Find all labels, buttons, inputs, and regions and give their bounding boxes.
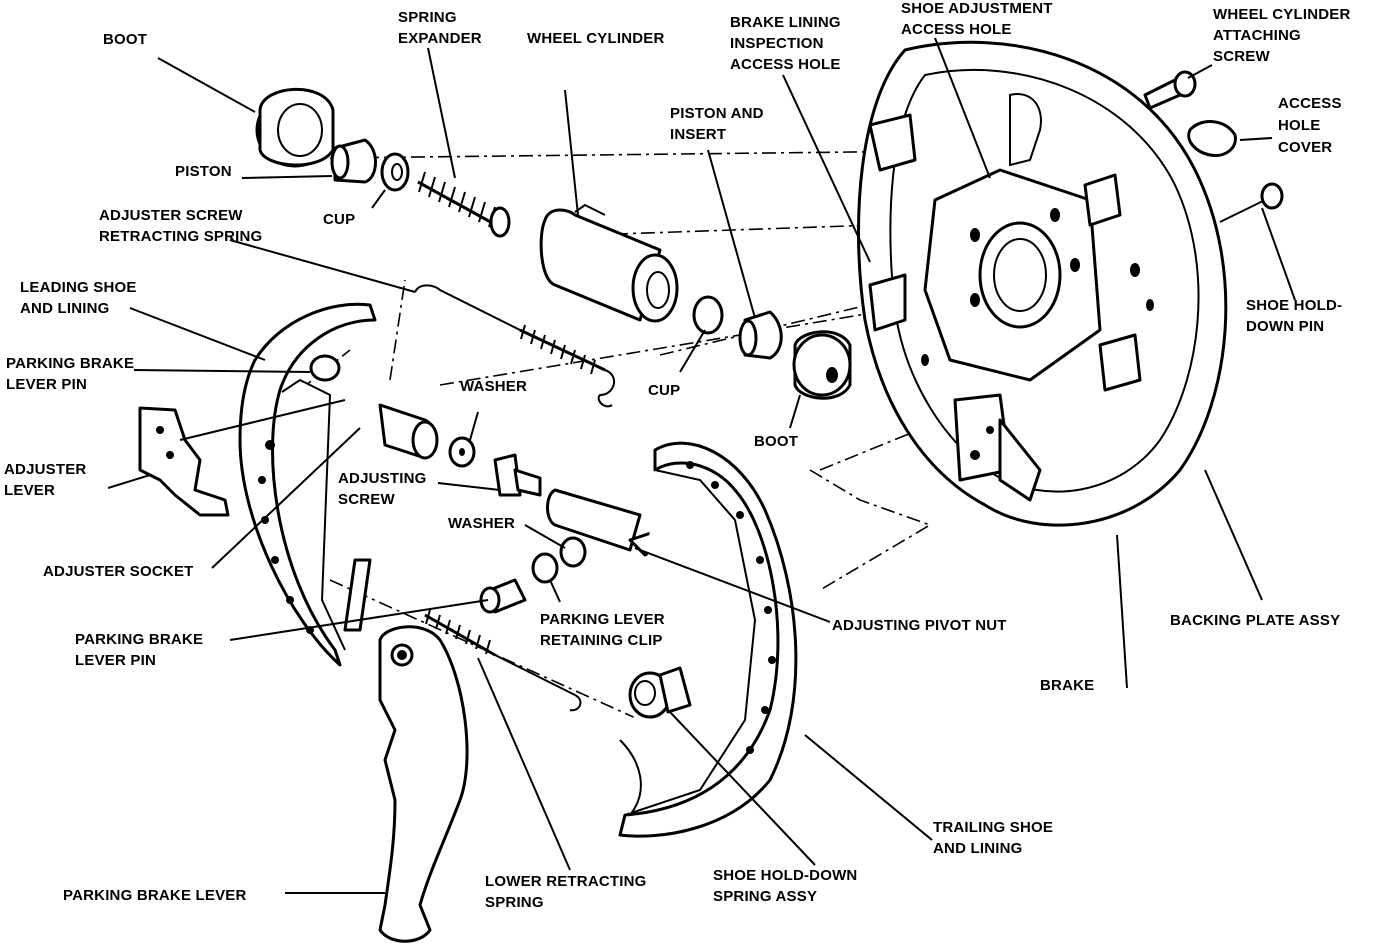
label-leading-shoe-1: LEADING SHOE [20,279,137,296]
washer-top [448,436,476,468]
label-leading-shoe-2: AND LINING [20,300,110,317]
label-backing-plate: BACKING PLATE ASSY [1170,612,1340,629]
label-adjuster-socket: ADJUSTER SOCKET [43,563,194,580]
label-shoe-holddown-pin-2: DOWN PIN [1246,318,1324,335]
label-pl-retaining-clip-1: PARKING LEVER [540,611,665,628]
label-lower-retract-1: LOWER RETRACTING [485,873,647,890]
label-access-cover-2: HOLE [1278,117,1320,134]
label-spring-expander-2: EXPANDER [398,30,482,47]
label-wheel-cylinder: WHEEL CYLINDER [527,30,665,47]
label-washer-top: WASHER [460,378,527,395]
leader-lines [107,37,1296,894]
label-parking-brake-lever: PARKING BRAKE LEVER [63,887,247,904]
cup-left [380,152,410,192]
access-hole-cover [1187,120,1237,158]
wheel-cylinder [539,203,679,323]
label-adjusting-screw-1: ADJUSTING [338,470,426,487]
shoe-hold-down-spring [628,666,692,719]
label-pb-lever-pin-low-2: LEVER PIN [75,652,156,669]
label-adj-retract-2: RETRACTING SPRING [99,228,262,245]
parking-brake-lever-pin-lower [479,578,527,614]
piston-insert [738,310,783,360]
adjuster-retracting-spring [414,284,615,408]
label-brake-lining-2: INSPECTION [730,35,824,52]
label-trailing-shoe-2: AND LINING [933,840,1023,857]
label-adjusting-screw-2: SCREW [338,491,395,508]
label-adjuster-lever-2: LEVER [4,482,55,499]
label-pl-retaining-clip-2: RETAINING CLIP [540,632,663,649]
label-pb-lever-pin-top-1: PARKING BRAKE [6,355,134,372]
label-brake-lining-1: BRAKE LINING [730,14,841,31]
wheel-cylinder-screw [1143,70,1197,110]
washer-mid [559,536,587,568]
label-shoe-adj-2: ACCESS HOLE [901,21,1012,38]
piston-left [330,138,377,184]
label-brake: BRAKE [1040,677,1094,694]
label-wc-screw-1: WHEEL CYLINDER [1213,6,1351,23]
label-shoe-holddown-pin-1: SHOE HOLD- [1246,297,1342,314]
label-adjuster-lever-1: ADJUSTER [4,461,86,478]
label-brake-lining-3: ACCESS HOLE [730,56,841,73]
label-boot-right: BOOT [754,433,798,450]
label-boot-top: BOOT [103,31,147,48]
label-wc-screw-2: ATTACHING [1213,27,1301,44]
label-shoe-adj-1: SHOE ADJUSTMENT [901,0,1053,17]
label-access-cover-3: COVER [1278,139,1332,156]
boot-left [255,87,335,168]
label-trailing-shoe-1: TRAILING SHOE [933,819,1053,836]
label-shoe-holddown-spring-1: SHOE HOLD-DOWN [713,867,857,884]
boot-right [792,330,852,400]
label-access-cover-1: ACCESS [1278,95,1342,112]
shoe-hold-down-pin [1219,182,1284,223]
labels: BOOT SPRING EXPANDER WHEEL CYLINDER BRAK… [4,0,1351,911]
label-spring-expander-1: SPRING [398,9,457,26]
parking-brake-lever [378,625,469,943]
adjusting-screw [493,453,542,497]
label-adjusting-pivot-nut: ADJUSTING PIVOT NUT [832,617,1007,634]
label-washer-mid: WASHER [448,515,515,532]
label-lower-retract-2: SPRING [485,894,544,911]
label-cup-right: CUP [648,382,680,399]
label-pb-lever-pin-low-1: PARKING BRAKE [75,631,203,648]
label-shoe-holddown-spring-2: SPRING ASSY [713,888,817,905]
label-cup-left: CUP [323,211,355,228]
label-adj-retract-1: ADJUSTER SCREW [99,207,243,224]
adjuster-lever [138,406,230,517]
label-pb-lever-pin-top-2: LEVER PIN [6,376,87,393]
parking-lever-retaining-clip [531,552,559,584]
spring-expander [417,171,511,238]
backing-plate [857,40,1228,527]
label-wc-screw-3: SCREW [1213,48,1270,65]
label-piston: PISTON [175,163,232,180]
adjuster-socket [378,403,439,460]
label-piston-insert-1: PISTON AND [670,105,764,122]
lower-retracting-spring [424,609,582,712]
cup-right [692,295,724,335]
label-piston-insert-2: INSERT [670,126,726,143]
